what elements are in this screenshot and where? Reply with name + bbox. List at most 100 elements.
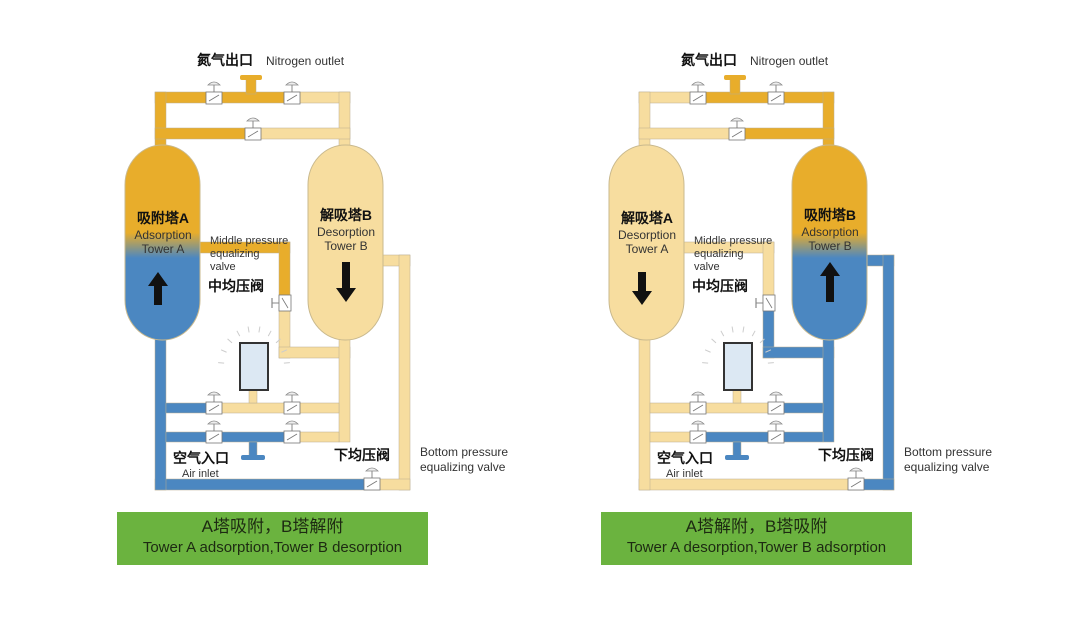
valve-disc [208, 433, 220, 441]
valve-disc [281, 297, 289, 309]
caption-en: Tower A adsorption,Tower B desorption [142, 539, 403, 556]
glow-ray [765, 349, 772, 353]
valve-handle-icon [769, 81, 783, 86]
valve-disc [692, 433, 704, 441]
air-inlet-en: Air inlet [182, 468, 219, 480]
pipe-schematic [124, 75, 411, 491]
silencer-icon [723, 342, 753, 391]
pipe [822, 91, 835, 151]
glow-ray [759, 338, 765, 344]
valve-handle-icon [365, 467, 379, 472]
middle-valve-cn: 中均压阀 [692, 278, 748, 294]
glow-ray [220, 349, 227, 353]
middle-valve-en-3: valve [210, 261, 236, 273]
glow-ray [742, 326, 745, 333]
glow-ray [751, 330, 756, 337]
valve-disc [286, 94, 298, 102]
glow-ray [236, 330, 241, 337]
bottom-valve-en-2: equalizing valve [904, 460, 990, 474]
pipe [338, 91, 351, 151]
bottom-valve-cn: 下均压阀 [818, 447, 874, 463]
valve-disc [286, 404, 298, 412]
pipe [154, 127, 254, 140]
valve-disc [692, 404, 704, 412]
pipe [154, 329, 167, 491]
diagram-a-adsorption: 氮气出口 Nitrogen outlet 吸附塔A Adsorption Tow… [117, 52, 509, 565]
tower-b-en-2: Tower B [808, 239, 852, 253]
pipe [762, 241, 775, 303]
pipe [638, 127, 738, 140]
pipe [732, 441, 742, 457]
air-inlet-cn: 空气入口 [173, 450, 229, 466]
pipe [822, 329, 835, 443]
glow-ray [281, 349, 288, 353]
nitrogen-outlet-cn: 氮气出口 [197, 52, 253, 68]
pipe [245, 77, 257, 95]
diagram-b-adsorption: 氮气出口 Nitrogen outlet 解吸塔A Desorption Tow… [484, 0, 1028, 620]
up-arrow-icon [820, 262, 840, 302]
valve-handle-icon [207, 81, 221, 86]
pipe [638, 329, 651, 491]
tower-b-en-1: Adsorption [801, 225, 859, 239]
air-inlet-cap [241, 455, 265, 460]
air-inlet-en: Air inlet [666, 468, 703, 480]
glow-ray [247, 326, 250, 333]
glow-ray [767, 362, 774, 364]
valve-disc [247, 130, 259, 138]
glow-ray [227, 338, 233, 344]
bottom-valve-en-1: Bottom pressure [904, 445, 993, 459]
glow-ray [267, 330, 272, 337]
tower-a [608, 144, 685, 341]
middle-valve-en-2: equalizing [210, 248, 260, 260]
valve-handle-icon [730, 117, 744, 122]
pipe [736, 127, 835, 140]
valve-disc [765, 297, 773, 309]
valve-disc [770, 404, 782, 412]
pipe [729, 77, 741, 95]
nitrogen-outlet-cap [724, 75, 746, 80]
valve-disc [208, 94, 220, 102]
glow-ray [275, 338, 281, 344]
pipe [213, 402, 293, 414]
valve-handle-icon [207, 391, 221, 396]
middle-valve-en-1: Middle pressure [694, 235, 773, 247]
state-caption: A塔解附，B塔吸附 Tower A desorption,Tower B ads… [601, 512, 912, 565]
bottom-valve-en-2: equalizing valve [420, 460, 506, 474]
valve-disc [731, 130, 743, 138]
caption-cn: A塔吸附，B塔解附 [201, 517, 344, 536]
pipe [882, 254, 895, 491]
pipe [697, 431, 777, 443]
pipe [154, 91, 167, 151]
state-caption: A塔吸附，B塔解附 Tower A adsorption,Tower B des… [117, 512, 428, 565]
tower-a [124, 144, 201, 341]
down-arrow-icon [336, 262, 356, 302]
tower-b-en-1: Desorption [316, 225, 376, 239]
silencer-icon [239, 342, 269, 391]
caption-cn: A塔解附，B塔吸附 [685, 517, 828, 536]
bottom-valve-cn: 下均压阀 [334, 447, 390, 463]
tower-a-en-2: Tower A [141, 242, 185, 256]
up-arrow-icon [148, 272, 168, 305]
pipe [638, 91, 651, 151]
pipe [338, 329, 351, 443]
glow-ray [218, 362, 225, 364]
middle-valve-en-1: Middle pressure [210, 235, 289, 247]
valve-disc [692, 94, 704, 102]
valve-handle-icon [285, 81, 299, 86]
tower-a-cn: 吸附塔A [136, 210, 190, 226]
bottom-valve-en-1: Bottom pressure [420, 445, 509, 459]
glow-ray [711, 338, 717, 344]
valve-disc [208, 404, 220, 412]
tower-a-en-2: Tower A [625, 242, 669, 256]
tower-a-cn: 解吸塔A [620, 210, 674, 226]
tower-b-cn: 解吸塔B [319, 207, 373, 223]
glow-ray [258, 326, 261, 333]
glow-ray [283, 362, 290, 364]
valve-disc [850, 480, 862, 488]
valve-handle-icon [691, 81, 705, 86]
air-inlet-cap [725, 455, 749, 460]
tower-b-en-2: Tower B [324, 239, 368, 253]
pipe-schematic [608, 75, 895, 491]
valve-handle-icon [769, 391, 783, 396]
